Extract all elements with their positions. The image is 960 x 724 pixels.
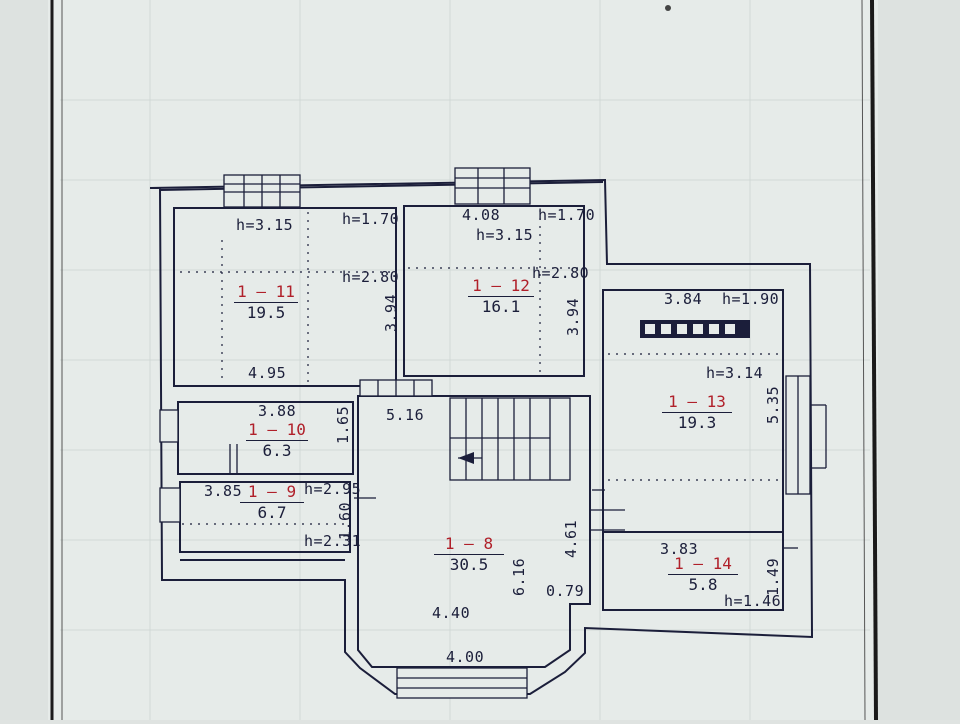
dim-label: h=2.80	[342, 268, 400, 286]
window-top-right	[454, 167, 531, 205]
room-area: 19.3	[662, 412, 732, 432]
windows	[159, 167, 827, 699]
room-area: 19.5	[234, 302, 298, 322]
dim-label: h=3.15	[476, 226, 534, 244]
room-area: 5.8	[668, 574, 738, 594]
room-area: 16.1	[468, 296, 534, 316]
tick-marks	[229, 444, 798, 549]
dim-label: h=2.80	[532, 264, 590, 282]
dim-label: 4.08	[462, 206, 501, 224]
dim-label: 6.16	[510, 557, 528, 596]
room-code: 1 – 12	[472, 276, 530, 295]
room-code: 1 – 11	[237, 282, 295, 301]
dim-label: 4.40	[432, 604, 471, 622]
dim-label: h=1.70	[538, 206, 596, 224]
background-grid	[60, 0, 870, 720]
window-left-1	[159, 409, 179, 443]
dim-label: 4.61	[562, 519, 580, 558]
room-area: 6.7	[240, 502, 304, 522]
dim-label: 5.35	[764, 385, 782, 424]
dim-label: h=3.15	[236, 216, 294, 234]
stair-arrow-icon	[458, 452, 474, 464]
dim-label: h=1.46	[724, 592, 782, 610]
dim-label: 5.16	[386, 406, 425, 424]
dim-label: h=2.95	[304, 480, 362, 498]
frame-right-inner-line	[861, 0, 866, 721]
room-label-14: 1 – 14 5.8	[668, 554, 738, 594]
dim-label: h=2.31	[304, 532, 362, 550]
window-bottom	[396, 667, 528, 699]
room-code: 1 – 8	[444, 534, 494, 553]
dim-label: 3.94	[382, 293, 400, 332]
room-label-9: 1 – 9 6.7	[240, 482, 304, 522]
dim-label: 3.88	[258, 402, 297, 420]
measurement-lines	[180, 210, 780, 525]
dim-label: 1.49	[764, 557, 782, 596]
dim-label: h=1.70	[342, 210, 400, 228]
window-left-2	[159, 487, 181, 523]
room-code: 1 – 10	[248, 420, 306, 439]
dim-label: 3.84	[664, 290, 703, 308]
room-code: 1 – 9	[247, 482, 297, 501]
dim-label: 0.79	[546, 582, 585, 600]
room-label-10: 1 – 10 6.3	[246, 420, 308, 460]
dim-label: 4.95	[248, 364, 287, 382]
room-area: 6.3	[246, 440, 308, 460]
room-label-13: 1 – 13 19.3	[662, 392, 732, 432]
dim-label: 3.94	[564, 297, 582, 336]
dim-label: 4.00	[446, 648, 485, 666]
wall-room-8	[357, 395, 591, 668]
room-label-12: 1 – 12 16.1	[468, 276, 534, 316]
radiator-icon	[640, 320, 750, 338]
dim-label: 3.85	[204, 482, 243, 500]
dim-label: 3.83	[660, 540, 699, 558]
room-code: 1 – 13	[668, 392, 726, 411]
wall-room-13	[602, 289, 784, 611]
dim-label: h=3.14	[706, 364, 764, 382]
room-code: 1 – 14	[674, 554, 732, 573]
room-label-11: 1 – 11 19.5	[234, 282, 298, 322]
dim-label: 1.65	[334, 405, 352, 444]
outer-wall	[149, 178, 814, 695]
dim-label: h=1.90	[722, 290, 780, 308]
room-area: 30.5	[434, 554, 504, 574]
frame-right-line	[870, 0, 878, 721]
room-label-8: 1 – 8 30.5	[434, 534, 504, 574]
